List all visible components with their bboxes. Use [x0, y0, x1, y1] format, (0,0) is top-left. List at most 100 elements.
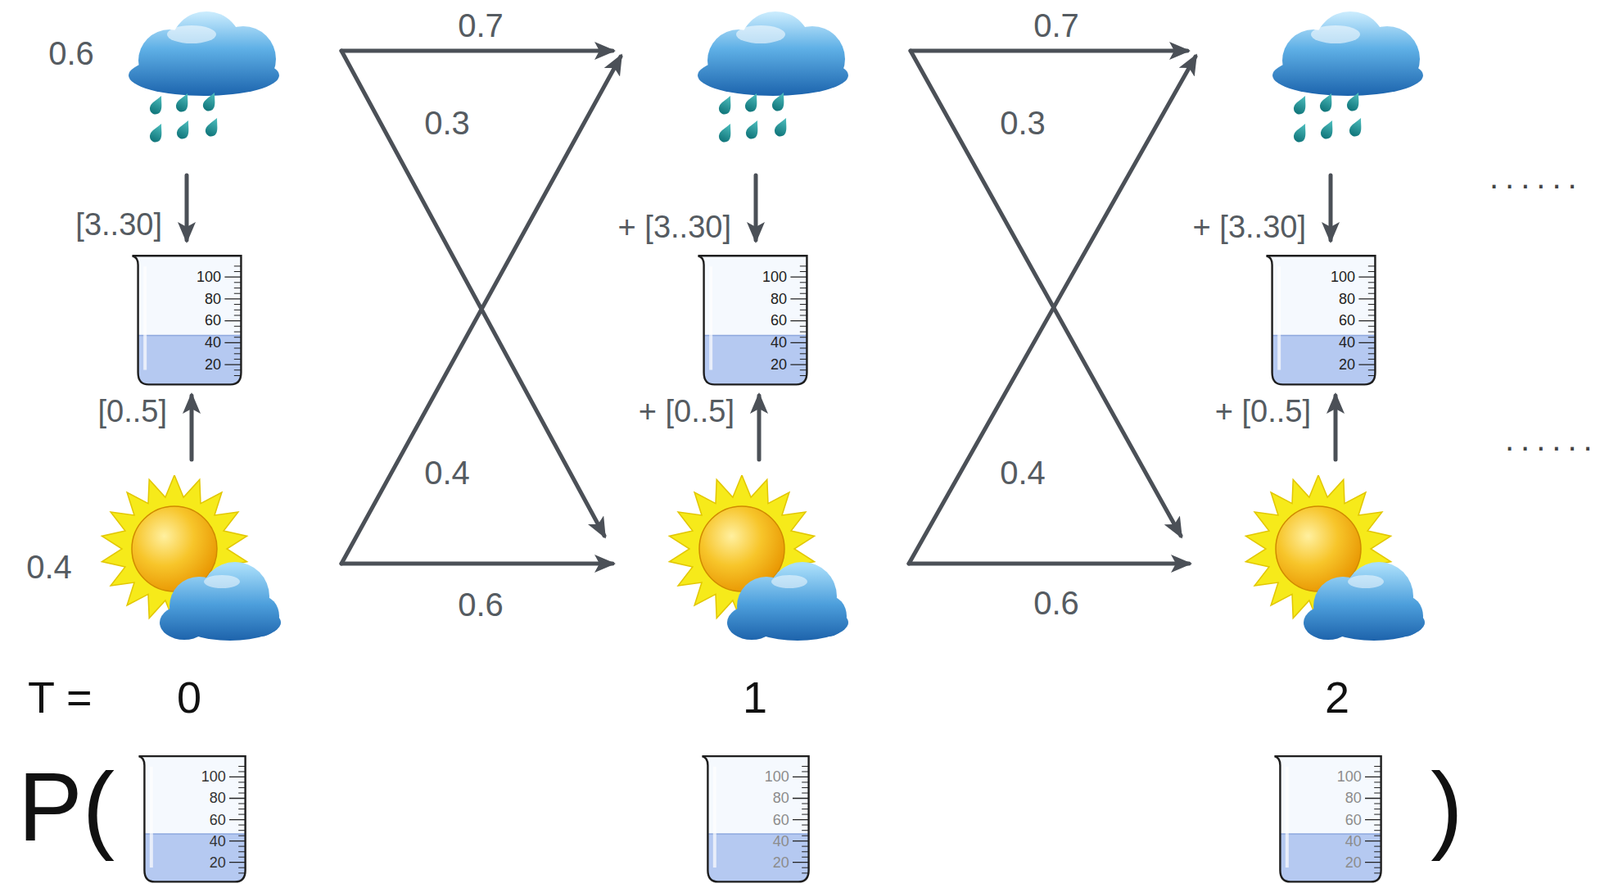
scale-number: 100 — [1273, 765, 1362, 787]
scale-number: 40 — [131, 331, 222, 354]
emission-range: + [0..5] — [638, 393, 735, 430]
sun-icon — [1242, 474, 1425, 643]
scale-number: 100 — [1265, 266, 1356, 289]
beaker-icon — [1265, 253, 1383, 386]
edge-label-holder: 0.7 — [457, 7, 504, 45]
transition-probability: 0.7 — [457, 7, 504, 45]
emission-arrow — [754, 175, 759, 240]
scale-number: 80 — [137, 786, 226, 809]
time-label: T = — [27, 671, 93, 723]
result-beaker: 10080604020 — [1273, 753, 1388, 883]
start-probability: 0.6 — [48, 35, 95, 73]
transition-probability: 0.7 — [1033, 7, 1080, 45]
edge-label-holder: 0.3 — [999, 104, 1046, 142]
edge-label-holder: + [0..5] — [1215, 393, 1311, 430]
label-holder: 1 — [742, 671, 768, 723]
scale-number: 60 — [1265, 309, 1356, 332]
beaker-icon — [700, 753, 816, 883]
label-holder: ...... — [1489, 158, 1584, 196]
scale-number: 80 — [1265, 288, 1356, 311]
beaker-icon — [131, 253, 249, 386]
sun-drawing — [1245, 474, 1425, 641]
beaker-drawing — [697, 255, 807, 385]
scale-number: 40 — [696, 331, 787, 354]
start-probability: 0.4 — [26, 548, 73, 586]
edge-label-holder: + [3..30] — [618, 209, 732, 245]
beaker-drawing — [701, 755, 809, 882]
transition-probability: 0.4 — [424, 454, 471, 492]
scale-number: 20 — [1273, 851, 1362, 873]
beaker-drawing — [1274, 755, 1381, 882]
emission-range: + [0..5] — [1215, 393, 1311, 430]
scale-number: 60 — [131, 309, 222, 332]
emission-range: + [3..30] — [618, 209, 732, 245]
scale-column: 10080604020 — [1273, 765, 1362, 873]
beaker-icon — [137, 753, 253, 883]
scale-column: 10080604020 — [131, 266, 222, 376]
scale-number: 80 — [1273, 786, 1362, 809]
label-holder: ...... — [1505, 420, 1600, 458]
continuation-dots: ...... — [1489, 158, 1584, 196]
continuation-dots: ...... — [1505, 420, 1600, 458]
time-step: 1 — [742, 671, 768, 723]
scale-column: 10080604020 — [696, 266, 787, 376]
label-holder: P( — [18, 750, 115, 863]
transition-arrow — [908, 56, 1196, 564]
emission-range: [3..30] — [75, 207, 163, 243]
beaker-drawing — [131, 255, 241, 385]
sun-state: 0.4 — [16, 474, 281, 643]
scale-number: 100 — [137, 765, 226, 787]
rain-state — [1268, 9, 1428, 149]
beaker: 10080604020 — [131, 253, 249, 386]
beaker-icon — [1273, 753, 1388, 883]
start-probability-holder: 0.4 — [26, 548, 73, 586]
transition-arrow — [341, 561, 613, 566]
probability-open: P( — [18, 750, 115, 863]
beaker-icon — [696, 253, 814, 386]
result-beaker: 10080604020 — [700, 753, 816, 883]
edge-label-holder: [3..30] — [75, 207, 163, 243]
scale-number: 80 — [696, 288, 787, 311]
scale-column: 10080604020 — [700, 765, 790, 873]
transition-arrow — [910, 50, 1181, 536]
scale-number: 40 — [700, 830, 790, 852]
edge-label-holder: 0.4 — [424, 454, 471, 492]
beaker-drawing — [138, 755, 245, 882]
rain-state — [693, 9, 853, 149]
edge-label-holder: + [3..30] — [1193, 209, 1307, 245]
label-holder: ) — [1430, 750, 1463, 863]
scale-number: 20 — [137, 851, 226, 873]
transition-probability: 0.3 — [999, 104, 1046, 142]
time-step: 0 — [176, 671, 202, 723]
sun-state — [1242, 474, 1425, 643]
emission-arrow — [185, 175, 190, 240]
transition-probability: 0.6 — [457, 586, 504, 624]
transition-arrow — [341, 56, 621, 564]
label-holder: 2 — [1324, 671, 1350, 723]
edge-label-holder: [0..5] — [98, 393, 168, 430]
emission-range: + [3..30] — [1193, 209, 1307, 245]
emission-arrow — [1328, 175, 1334, 240]
scale-number: 60 — [137, 809, 226, 831]
rain-icon — [124, 9, 284, 149]
beaker: 10080604020 — [1265, 253, 1383, 386]
scale-number: 100 — [696, 266, 787, 289]
scale-number: 20 — [696, 353, 787, 376]
rain-state: 0.6 — [32, 9, 284, 149]
sun-state — [666, 474, 849, 643]
start-probability-holder: 0.6 — [48, 35, 95, 73]
transition-arrow — [910, 49, 1188, 54]
edge-label-holder: 0.4 — [999, 454, 1046, 492]
emission-arrow — [757, 395, 762, 460]
time-step: 2 — [1324, 671, 1350, 723]
scale-number: 100 — [700, 765, 790, 787]
rain-drawing — [128, 11, 280, 145]
label-holder: T = — [27, 671, 93, 723]
scale-number: 100 — [131, 266, 222, 289]
scale-number: 80 — [131, 288, 222, 311]
sun-drawing — [668, 474, 849, 641]
rain-drawing — [697, 11, 849, 145]
beaker: 10080604020 — [696, 253, 814, 386]
scale-number: 80 — [700, 786, 790, 809]
